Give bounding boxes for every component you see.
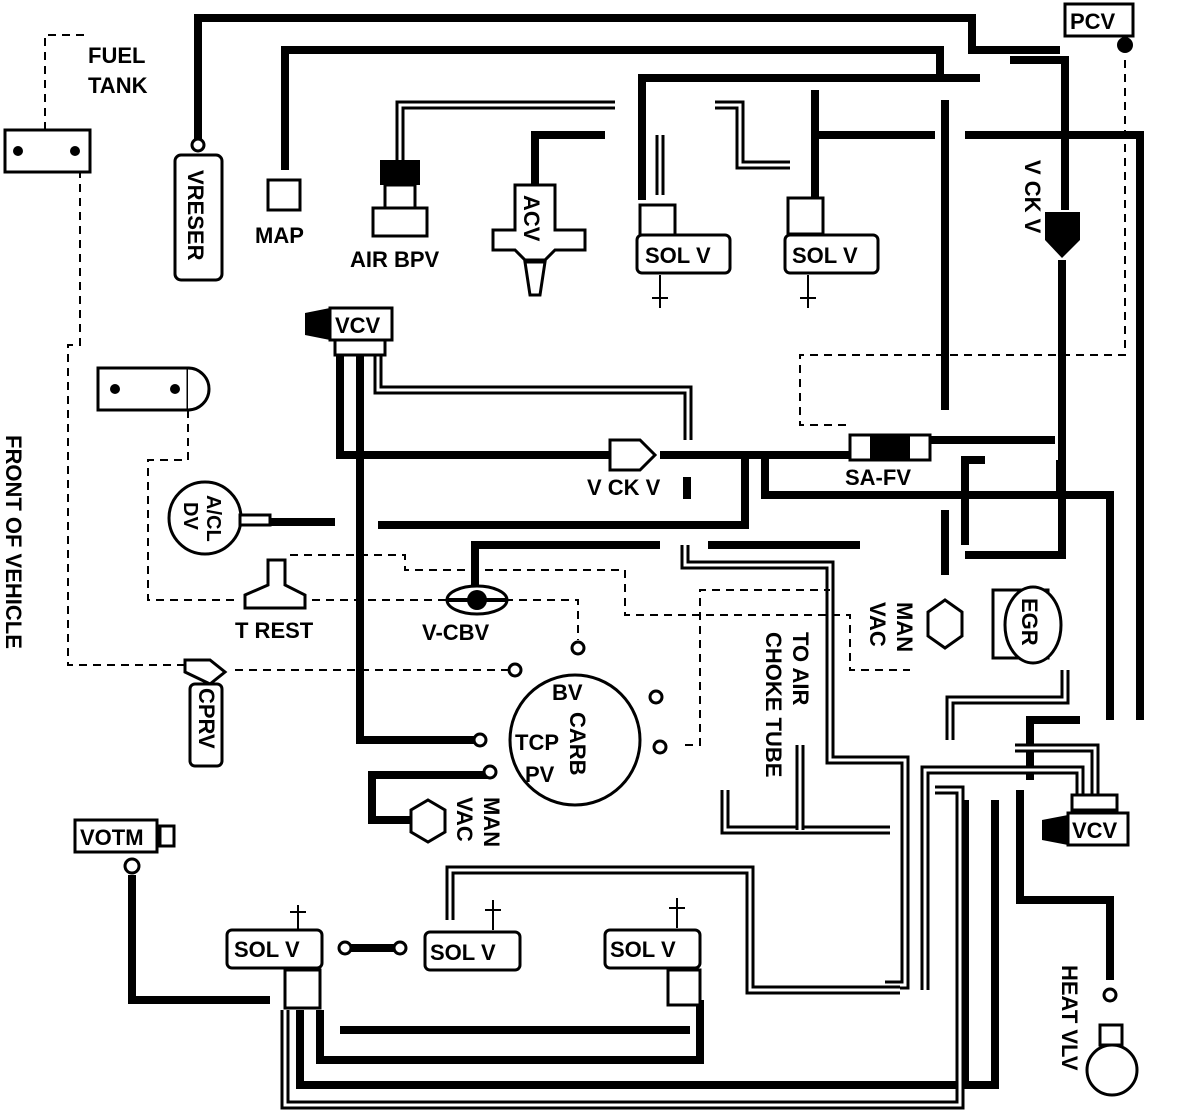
v-cbv-label: V-CBV	[422, 620, 490, 645]
dash-top-mid	[290, 554, 910, 671]
sol-v-top-2	[783, 196, 880, 308]
v-ck-v-right-label: V CK V	[1020, 160, 1045, 234]
votm-motor	[73, 818, 176, 875]
v-ck-v-mid	[608, 438, 691, 499]
air-bpv-label: AIR BPV	[350, 247, 440, 272]
hose-bottom-long	[296, 800, 999, 1089]
t-rest-label: T REST	[235, 618, 314, 643]
hose-pv	[368, 771, 490, 824]
dash-fuel-tank	[44, 34, 88, 130]
sol-v-bottom-2	[423, 900, 522, 972]
hose-right-lower	[1016, 790, 1114, 980]
vacuum-hoses-double	[280, 100, 1100, 1110]
vcv-bottom-label: VCV	[1072, 818, 1118, 843]
vcv-top	[305, 306, 394, 357]
front-of-vehicle-label: FRONT OF VEHICLE	[1, 435, 26, 649]
hose-vcbv	[471, 541, 660, 600]
man-vac-right-port	[926, 598, 964, 650]
man-vac-right-label: MAN	[892, 602, 917, 652]
hose-vcv-carb	[356, 355, 480, 744]
man-vac-low-port	[409, 798, 447, 844]
sol-v-bottom-2-label: SOL V	[430, 940, 496, 965]
hose-map-top	[281, 46, 944, 170]
hose-solv2-top	[811, 90, 935, 200]
map-label: MAP	[255, 223, 304, 248]
heat-valve	[1085, 987, 1139, 1097]
dash-pcv-down	[799, 60, 1126, 426]
map-sensor	[266, 178, 302, 212]
dash-carb-right	[685, 589, 830, 746]
sol-v-top-2-label: SOL V	[792, 243, 858, 268]
sa-fv-valve	[848, 433, 932, 462]
hose-bottom-2	[316, 1000, 704, 1064]
carb-pv-label: PV	[525, 762, 555, 787]
acl-dv-label: A/CL	[202, 495, 224, 542]
carb-tcp-label: TCP	[515, 730, 559, 755]
fuel-tank-label: FUEL	[88, 43, 145, 68]
hose-vckv-down	[965, 260, 1066, 559]
air-bpv-valve	[371, 160, 429, 238]
hose-egr-right	[1026, 716, 1080, 780]
hose-vreser-top	[194, 14, 1060, 140]
man-vac-low-label: MAN	[479, 797, 504, 847]
v-ck-v-right	[1045, 212, 1080, 258]
sol-v-bottom-3-label: SOL V	[610, 937, 676, 962]
hose-man-vac-right	[961, 456, 985, 545]
hose-mid-horiz	[761, 455, 1064, 499]
sol-v-top-1-label: SOL V	[645, 243, 711, 268]
sol-v-bottom-1-label: SOL V	[234, 937, 300, 962]
votm-label: VOTM	[80, 825, 144, 850]
fuel-tank-bracket	[3, 128, 92, 174]
hose-top-right	[1010, 56, 1069, 210]
hose-mid-right	[1015, 491, 1114, 720]
fuel-tank-label-2: TANK	[88, 73, 148, 98]
vreser-label: VRESER	[183, 170, 208, 261]
acl-dv-valve	[167, 480, 272, 556]
hose-tee-down	[378, 455, 749, 529]
hose-votm	[128, 875, 270, 1004]
vacuum-hoses	[128, 14, 1144, 1089]
hose-vcv-left	[336, 355, 620, 459]
carb-label: CARB	[565, 712, 590, 776]
choke-tube-label: CHOKE TUBE	[761, 632, 786, 777]
to-air-label: TO AIR	[788, 632, 813, 705]
dashed-hoses	[44, 34, 1126, 746]
acv-valve	[491, 183, 587, 297]
sol-v-bottom-1	[225, 905, 408, 1010]
heat-vlv-label: HEAT VLV	[1057, 965, 1082, 1071]
vreser-reservoir	[173, 137, 224, 282]
v-ck-v-mid-label: V CK V	[587, 475, 661, 500]
sa-fv-label: SA-FV	[845, 465, 911, 490]
carburetor	[472, 640, 668, 807]
cprv-label: CPRV	[194, 688, 219, 749]
acl-dv-label-2: DV	[179, 502, 201, 530]
vcv-top-label: VCV	[335, 313, 381, 338]
man-vac-right-label-2: VAC	[865, 602, 890, 647]
cprv-valve	[183, 658, 228, 768]
t-rest-valve	[243, 558, 307, 610]
egr-valve	[991, 585, 1063, 665]
vcv-bottom	[1042, 793, 1130, 847]
sol-v-bottom-3	[603, 898, 702, 1007]
man-vac-low-label-2: VAC	[452, 797, 477, 842]
acv-label: ACV	[519, 195, 544, 242]
hose-solv1-top	[638, 74, 980, 200]
pcv-label: PCV	[1070, 9, 1116, 34]
hose-right-mid	[965, 131, 1144, 720]
dash-acldv-trest	[147, 410, 240, 601]
carb-bv-label: BV	[552, 680, 583, 705]
pcv-valve	[1063, 2, 1135, 53]
hose-acv	[531, 131, 605, 195]
dash-left-long	[67, 170, 195, 666]
bracket-acl	[96, 366, 211, 412]
sol-v-top-1	[635, 203, 732, 308]
dash-vcbv-bv	[505, 599, 579, 640]
v-cbv-valve	[445, 584, 509, 616]
egr-label: EGR	[1017, 598, 1042, 646]
